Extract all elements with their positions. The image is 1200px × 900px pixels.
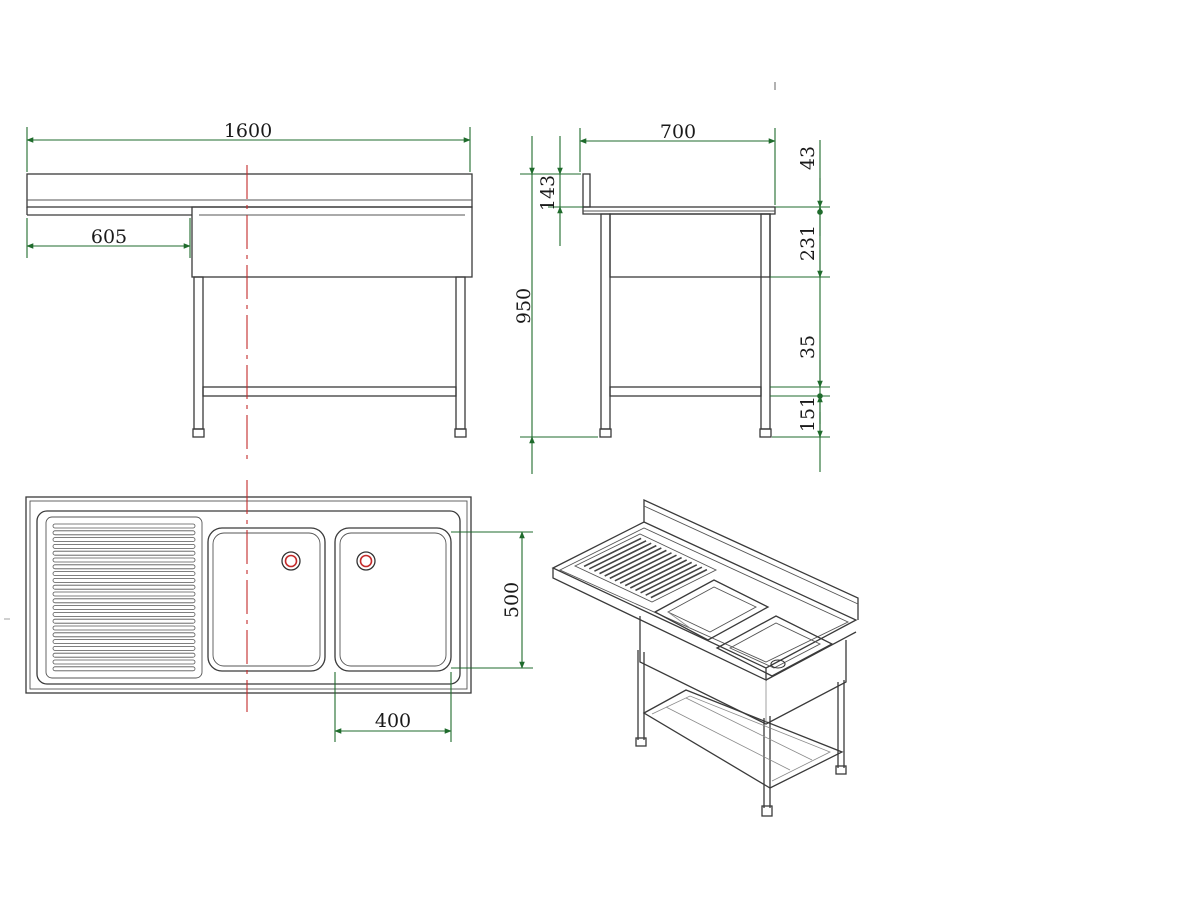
iso-drainboard-rib — [640, 564, 698, 594]
iso-drainboard-rib — [583, 537, 642, 568]
drainboard-rib — [52, 537, 196, 542]
iso-bowl-right — [715, 615, 834, 677]
drainboard-rib — [52, 598, 196, 604]
drainboard-rib — [52, 530, 196, 536]
drainboard-rib — [52, 612, 196, 617]
dim-side-leg: 151 — [797, 396, 819, 432]
dim-bowl-width: 400 — [375, 710, 411, 732]
drainboard-rib — [52, 523, 196, 529]
iso-drainboard-rib — [594, 542, 652, 572]
dim-drainboard: 605 — [91, 226, 127, 248]
drainboard-rib — [52, 544, 196, 549]
drainboard-rib — [52, 632, 196, 638]
dim-height: 950 — [513, 288, 535, 324]
drain-hole-right — [356, 551, 376, 571]
drainboard-rib — [52, 584, 196, 590]
drainboard-rib — [52, 578, 196, 583]
dim-side-bowl: 231 — [797, 225, 819, 261]
plan-view: 500 400 — [4, 480, 533, 742]
iso-drainboard-rib — [609, 549, 667, 580]
drainboard-rib — [52, 557, 196, 563]
iso-frame — [635, 650, 847, 817]
iso-bowl-left — [653, 579, 770, 641]
dim-side-shelf: 35 — [797, 335, 819, 359]
iso-drainboard-rib — [604, 547, 662, 577]
iso-drainboard-ribs — [583, 537, 708, 599]
drainboard-rib — [52, 625, 196, 631]
dim-side-top: 43 — [797, 146, 819, 170]
drainboard-rib — [52, 564, 196, 570]
dim-upstand: 143 — [537, 175, 559, 211]
drain-hole-left — [281, 551, 301, 571]
iso-drainboard-rib — [635, 561, 693, 592]
drainboard-rib — [52, 659, 196, 665]
iso-drainboard-rib — [599, 544, 657, 575]
drainboard-rib — [52, 591, 196, 597]
drainboard-rib — [52, 666, 196, 672]
drainboard-rib — [52, 646, 196, 651]
front-view: 1600 605 — [26, 120, 473, 465]
iso-drainboard-rib — [619, 554, 677, 584]
isometric-view — [551, 498, 859, 817]
drainboard-rib — [52, 618, 196, 624]
iso-drainboard-rib — [624, 556, 682, 587]
drainboard-rib — [52, 639, 196, 644]
dim-total-length: 1600 — [224, 120, 272, 142]
iso-drainboard-rib — [645, 566, 703, 596]
dim-depth: 700 — [660, 121, 696, 143]
drainboard-rib — [52, 605, 196, 610]
drainboard-rib — [52, 550, 196, 556]
iso-drainboard-rib — [614, 552, 672, 582]
drainboard-ribs — [52, 523, 196, 672]
drainboard-rib — [52, 652, 196, 658]
iso-drainboard-rib — [650, 568, 708, 599]
side-view: 700 950 143 43 231 35 151 — [513, 82, 830, 474]
drainboard-rib — [52, 571, 196, 576]
iso-drainboard-rib — [588, 540, 647, 570]
iso-drainboard-rib — [629, 559, 688, 589]
dim-bowl-depth: 500 — [501, 582, 523, 618]
